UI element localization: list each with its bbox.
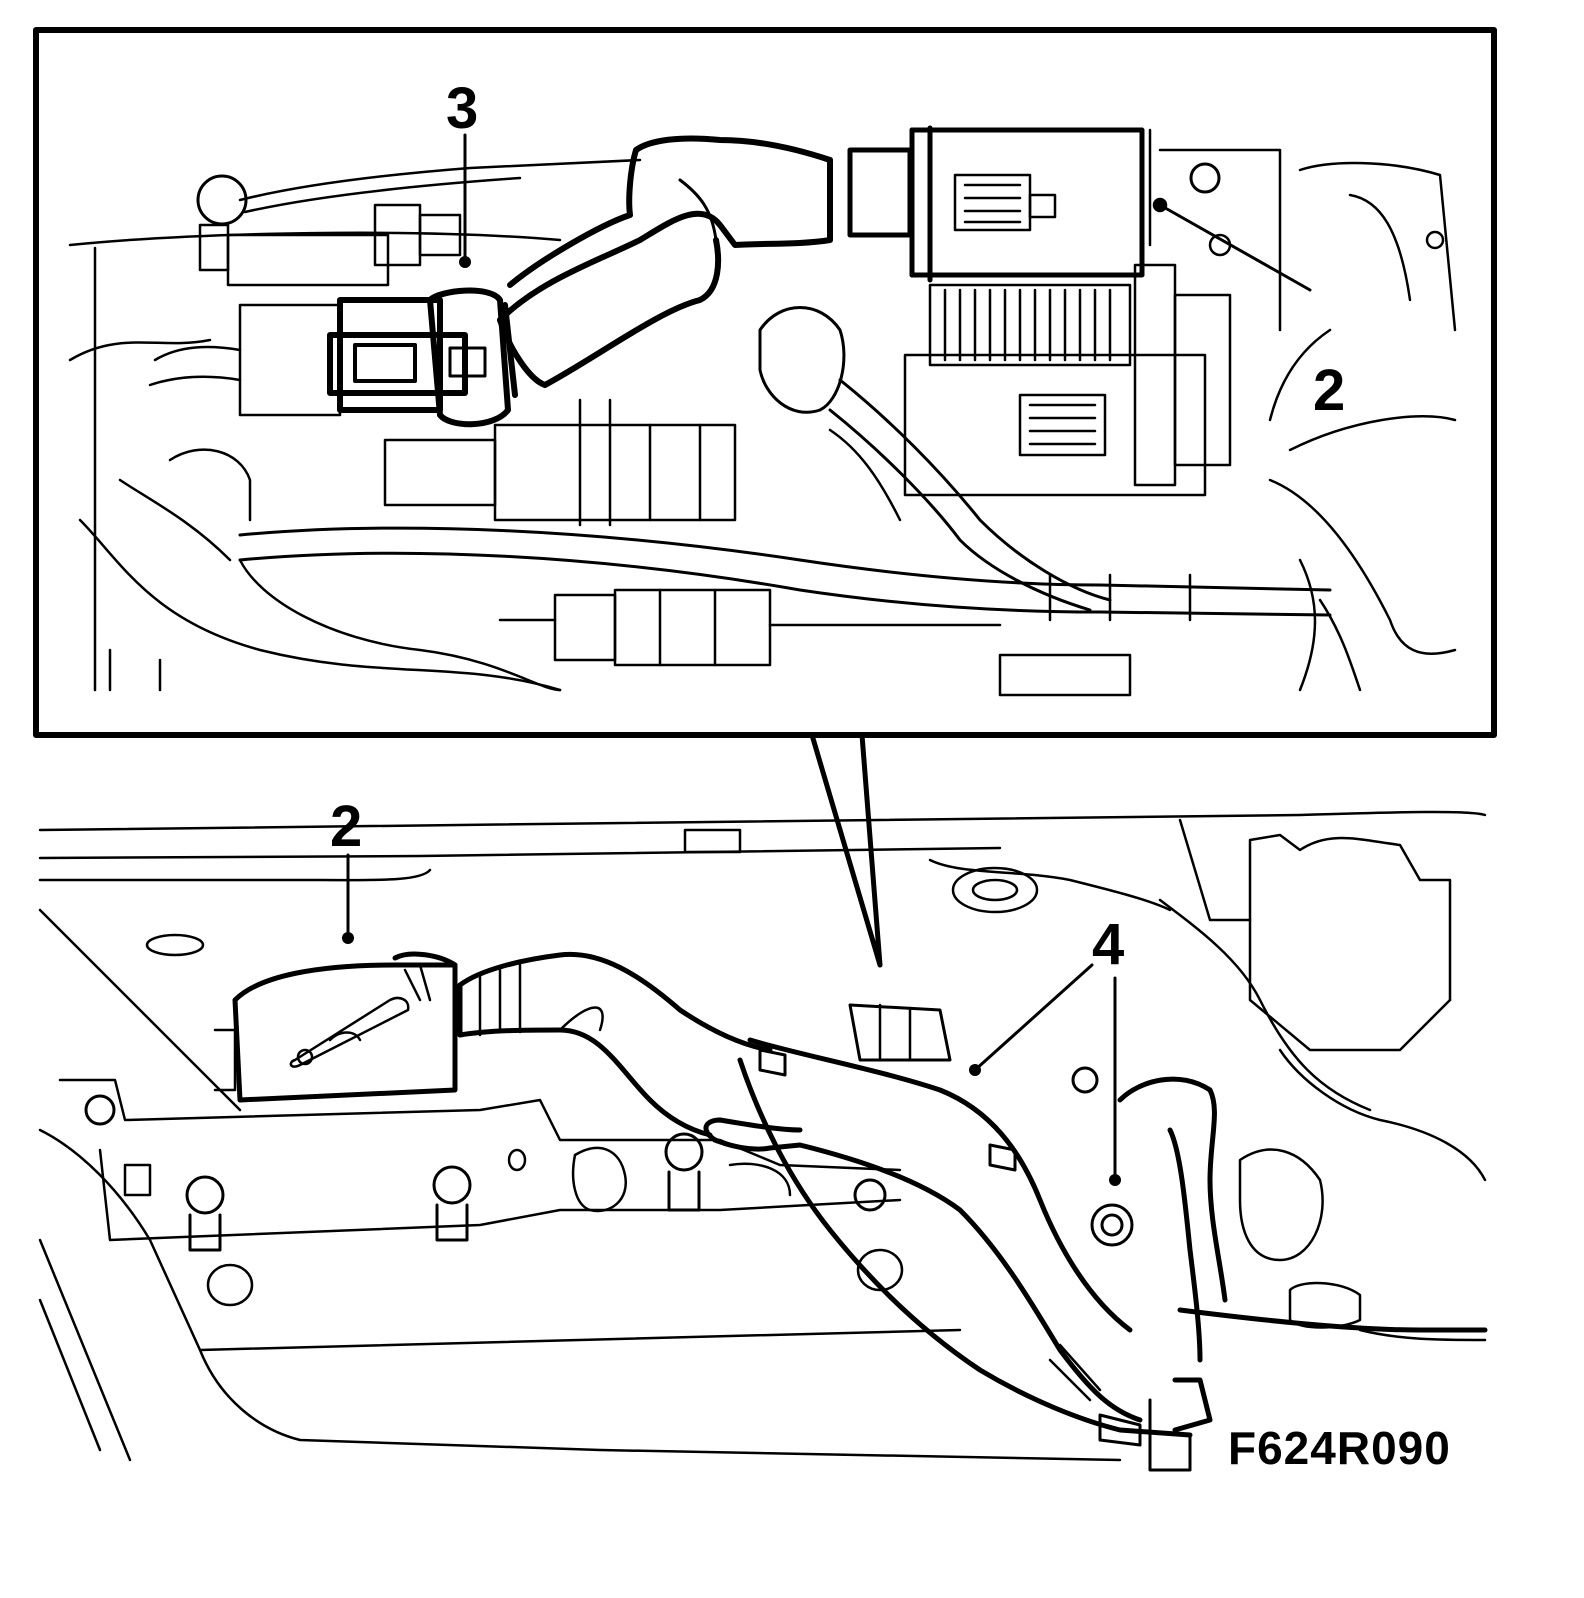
callout-4: 4 (1092, 912, 1125, 977)
callout-2-detail: 2 (1313, 358, 1346, 423)
callout-leaders (342, 133, 1121, 1186)
detail-engine-components (68, 125, 1457, 697)
callout-3: 3 (446, 76, 479, 141)
figure-code: F624R090 (1228, 1422, 1451, 1474)
main-engine-bay-view (38, 810, 1488, 1472)
detail-inset-frame (33, 27, 1497, 968)
callout-2-main: 2 (330, 794, 363, 859)
